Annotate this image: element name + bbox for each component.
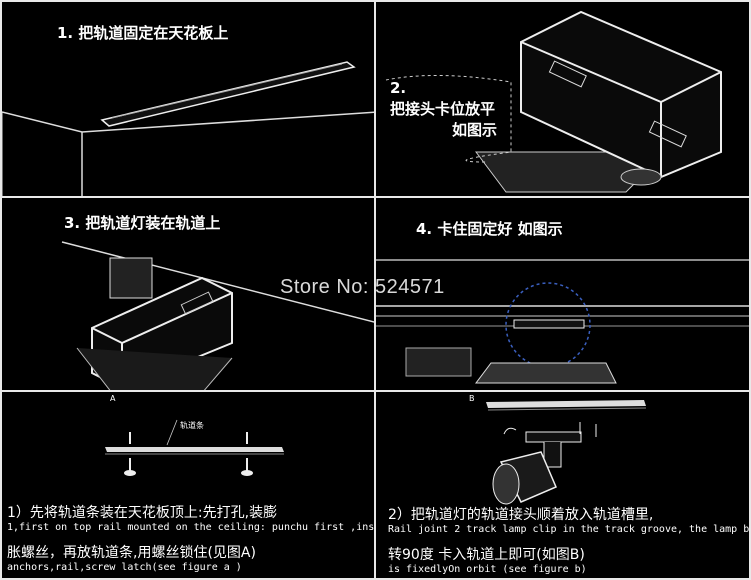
ceiling-rail-illustration [2,61,374,196]
store-watermark: Store No: 524571 [280,276,445,298]
fixed-lamp-illustration [376,259,749,384]
figure-b-caption-en-2: is fixedlyOn orbit (see figure b) [388,564,587,575]
figure-b-caption-zh-1: 2）把轨道灯的轨道接头顺着放入轨道槽里, [388,507,654,523]
step-2-number: 2. [390,79,407,97]
figure-a-caption-en-2: anchors,rail,screw latch(see figure a ) [7,562,242,573]
panel-step-4: 4. 卡住固定好 如图示 [374,196,751,392]
step-2-line-1: 把接头卡位放平 [390,100,496,118]
figure-b-illustration [486,400,647,505]
panel-figure-a: A 轨道条 1）先将轨道条装在天花板顶上:先打孔,装膨 1,first on t… [0,390,376,580]
panel-step-2: 2. 把接头卡位放平 如图示 [374,0,751,198]
step-2-line-2: 如图示 [452,121,498,139]
rail-label: 轨道条 [180,421,204,430]
connector-illustration [385,10,722,193]
step-3-title: 3. 把轨道灯装在轨道上 [64,214,221,232]
panel-step-1: 1. 把轨道固定在天花板上 [0,0,376,198]
step-1-title: 1. 把轨道固定在天花板上 [57,24,229,42]
figure-b-caption-en-1: Rail joint 2 track lamp clip in the trac… [388,524,751,535]
install-lamp-illustration [61,241,374,390]
figure-a-label: A [110,394,116,403]
figure-a-caption-en-1: 1,first on top rail mounted on the ceili… [7,522,376,533]
panel-figure-b: B 2）把轨道灯的轨道接头顺着放入轨道槽里, Rail joint 2 trac… [374,390,751,580]
figure-a-caption-zh-2: 胀螺丝，再放轨道条,用螺丝锁住(见图A) [7,545,256,561]
figure-b-caption-zh-2: 转90度 卡入轨道上即可(如图B) [388,547,585,563]
step-4-title: 4. 卡住固定好 如图示 [416,220,563,238]
figure-b-label: B [469,394,475,403]
figure-a-illustration [105,419,284,476]
figure-a-caption-zh-1: 1）先将轨道条装在天花板顶上:先打孔,装膨 [7,505,278,521]
